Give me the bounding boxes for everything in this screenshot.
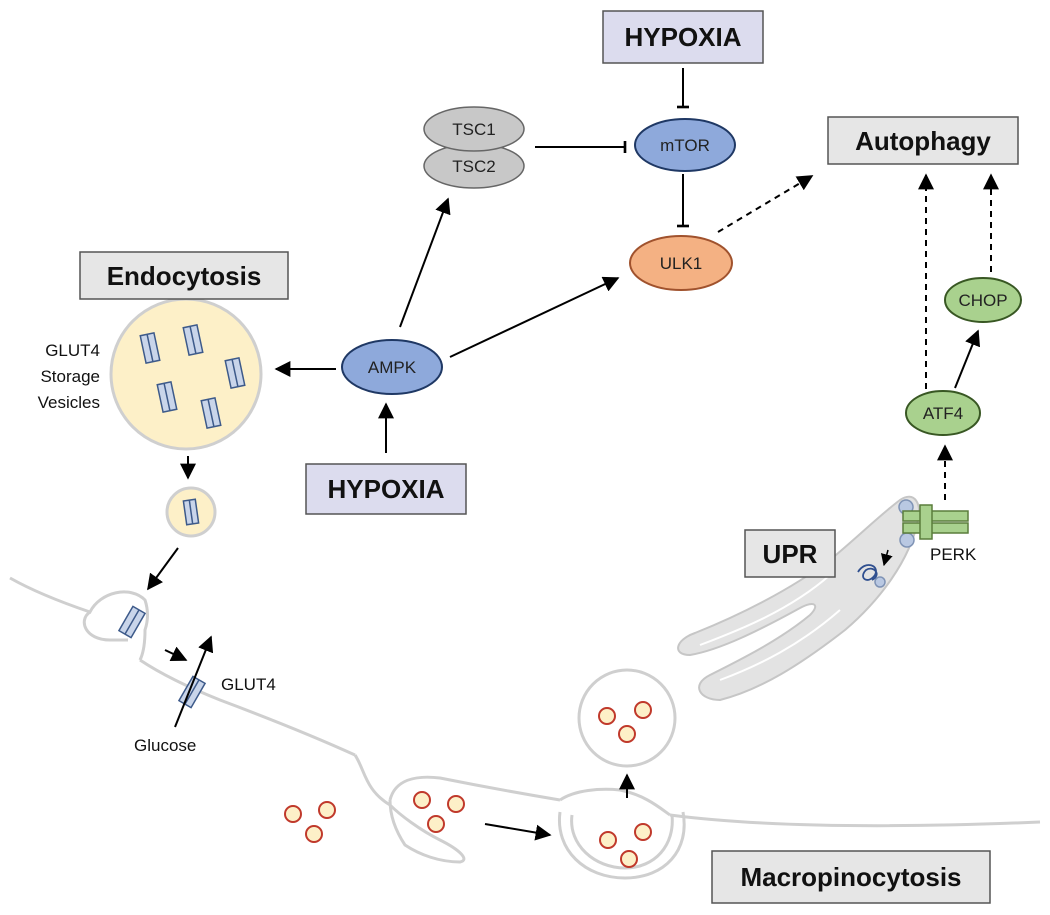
hypoxia-top-box: HYPOXIA — [602, 10, 764, 64]
ampk-node: AMPK — [341, 339, 443, 395]
svg-text:ULK1: ULK1 — [660, 254, 703, 273]
tsc2-node: TSC2 — [423, 143, 525, 189]
arrow-icon — [399, 197, 451, 328]
mtor-node: mTOR — [634, 118, 736, 172]
svg-text:CHOP: CHOP — [958, 291, 1007, 310]
particle-icon — [284, 701, 652, 868]
svg-text:mTOR: mTOR — [660, 136, 710, 155]
macropinocytic-cup — [557, 811, 686, 880]
svg-text:Macropinocytosis: Macropinocytosis — [740, 862, 961, 892]
arrow-icon — [164, 646, 188, 662]
endoplasmic-reticulum-icon — [677, 495, 920, 702]
macropinosome — [577, 668, 677, 768]
unfolded-protein-icon — [857, 564, 878, 581]
perk-receptor-icon — [902, 504, 969, 540]
arrow-icon — [174, 635, 214, 728]
chop-node: CHOP — [944, 277, 1022, 323]
macropinocytosis-box: Macropinocytosis — [711, 850, 991, 904]
glut4-transporter-icon — [182, 498, 200, 526]
tsc1-node: TSC1 — [423, 106, 525, 152]
ulk1-node: ULK1 — [629, 235, 733, 291]
svg-text:TSC1: TSC1 — [452, 120, 495, 139]
plasma-membrane — [9, 576, 1041, 864]
hypoxia-bottom-box: HYPOXIA — [305, 463, 467, 515]
glut4-storage-label-line1: GLUT4 — [45, 341, 100, 360]
arrow-icon — [717, 175, 814, 233]
autophagy-box: Autophagy — [827, 116, 1019, 165]
svg-text:HYPOXIA: HYPOXIA — [327, 474, 444, 504]
atf4-node: ATF4 — [905, 390, 981, 436]
svg-text:HYPOXIA: HYPOXIA — [624, 22, 741, 52]
glut4-storage-label-line3: Vesicles — [38, 393, 100, 412]
svg-text:Endocytosis: Endocytosis — [107, 261, 262, 291]
svg-text:Autophagy: Autophagy — [855, 126, 991, 156]
glucose-label: Glucose — [134, 736, 196, 755]
svg-text:UPR: UPR — [763, 539, 818, 569]
er-arrow — [880, 549, 893, 567]
glut4-label: GLUT4 — [221, 675, 276, 694]
upr-box: UPR — [744, 529, 836, 578]
arrow-icon — [147, 547, 179, 591]
arrow-icon — [954, 329, 981, 389]
glut4-storage-label-line2: Storage — [40, 367, 100, 386]
edges: Autophagy (dashed) --> ATF4 (dashed) -->… — [147, 68, 999, 841]
svg-text:AMPK: AMPK — [368, 358, 417, 377]
arrow-icon — [449, 276, 620, 358]
glut4-transporter-icon — [117, 605, 207, 709]
svg-text:ATF4: ATF4 — [923, 404, 963, 423]
glut4-transporter-icon — [139, 323, 246, 430]
endocytosis-box: Endocytosis — [79, 251, 289, 300]
arrow-icon — [484, 823, 552, 841]
svg-text:TSC2: TSC2 — [452, 157, 495, 176]
perk-label: PERK — [930, 545, 977, 564]
